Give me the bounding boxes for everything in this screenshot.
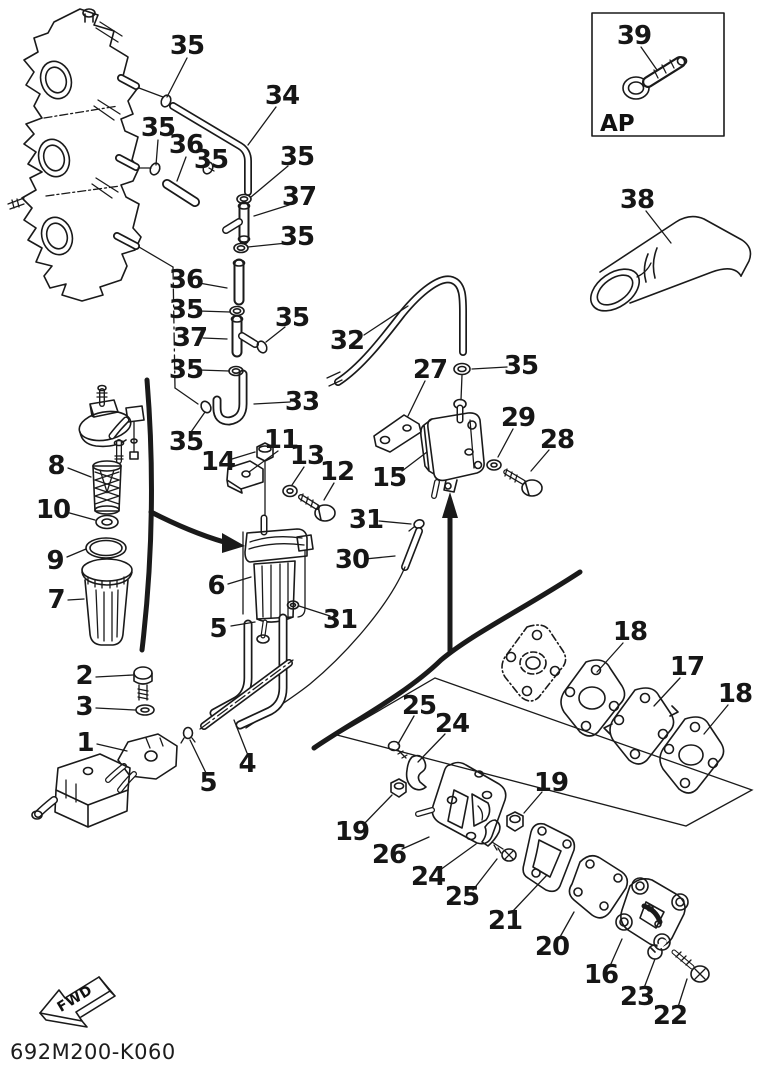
- gasket-phantom-icon: [501, 624, 567, 702]
- part-callout-35: 35: [193, 145, 229, 175]
- fuel-joint-assembly: [31, 666, 196, 828]
- part-callout-25: 25: [401, 691, 437, 721]
- part-callout-12: 12: [319, 457, 355, 487]
- filter-element-icon: [92, 460, 122, 515]
- part-callout-15: 15: [371, 463, 407, 493]
- fuel-pump-exploded: [387, 740, 524, 862]
- fitting-39-icon: [622, 56, 688, 100]
- silencer-38: [590, 215, 752, 312]
- part-callout-35: 35: [168, 427, 204, 457]
- part-callout-10: 10: [35, 495, 71, 525]
- part-callout-21: 21: [487, 906, 523, 936]
- part-callout-29: 29: [500, 403, 536, 433]
- part-callout-19: 19: [334, 817, 370, 847]
- part-callout-25: 25: [444, 882, 480, 912]
- part-callout-18: 18: [612, 617, 648, 647]
- breather-hoses: [149, 94, 268, 426]
- part-callout-30: 30: [334, 545, 370, 575]
- part-callout-4: 4: [238, 749, 256, 779]
- part-callout-39: 39: [616, 21, 652, 51]
- part-callout-1: 1: [76, 728, 94, 758]
- part-callout-33: 33: [284, 387, 320, 417]
- pump-cover-16-icon: [615, 877, 689, 951]
- part-callout-2: 2: [75, 661, 93, 691]
- part-callout-36: 36: [168, 130, 204, 160]
- exploded-plane: [335, 677, 754, 827]
- part-callout-22: 22: [652, 1001, 688, 1031]
- part-callout-17: 17: [669, 652, 705, 682]
- engine-block: [7, 8, 199, 405]
- gasket-row: [501, 624, 725, 794]
- hose-clamp-icon: [149, 94, 268, 414]
- part-callout-20: 20: [534, 932, 570, 962]
- filter-cup-icon: [81, 558, 133, 646]
- pump-body-26-icon: [415, 761, 507, 845]
- part-callout-19: 19: [533, 768, 569, 798]
- leader-lines: [65, 46, 729, 1008]
- fuel-connector-icon: [31, 753, 131, 828]
- part-callout-37: 37: [172, 323, 208, 353]
- part-callout-3: 3: [75, 692, 93, 722]
- part-callout-5: 5: [199, 768, 217, 798]
- part-callout-6: 6: [207, 571, 225, 601]
- assembly-arrow-pump: [442, 492, 458, 655]
- part-callout-35: 35: [279, 222, 315, 252]
- part-callout-35: 35: [274, 303, 310, 333]
- inset-box: [591, 12, 725, 137]
- part-callout-7: 7: [47, 585, 65, 615]
- part-callout-18: 18: [717, 679, 753, 709]
- part-callout-35: 35: [279, 142, 315, 172]
- gasket-18-icon: [560, 659, 626, 737]
- part-callout-26: 26: [371, 840, 407, 870]
- carb-nipple-icon: [113, 74, 140, 250]
- part-callout-11: 11: [263, 425, 299, 455]
- part-callout-24: 24: [410, 862, 446, 892]
- fuel-pump-assembled: [373, 362, 543, 532]
- part-callout-27: 27: [412, 355, 448, 385]
- part-callout-35: 35: [168, 355, 204, 385]
- part-callout-37: 37: [281, 182, 317, 212]
- part-callout-24: 24: [434, 709, 470, 739]
- part-callout-34: 34: [264, 81, 300, 111]
- fwd-arrow: [39, 976, 116, 1028]
- group-bracket-pump: [311, 569, 583, 751]
- part-callout-13: 13: [289, 441, 325, 471]
- part-callout-16: 16: [583, 960, 619, 990]
- filter-hoses: [199, 613, 294, 730]
- part-callout-14: 14: [200, 447, 236, 477]
- part-callout-31: 31: [348, 505, 384, 535]
- gasket-18b-icon: [659, 716, 725, 794]
- group-bracket-filter: [139, 377, 154, 653]
- part-callout-32: 32: [329, 326, 365, 356]
- part-callout-9: 9: [46, 546, 64, 576]
- part-callout-5: 5: [209, 614, 227, 644]
- fuel-hose-32: [326, 275, 468, 387]
- part-callout-35: 35: [169, 31, 205, 61]
- gasket-21-icon: [522, 822, 576, 893]
- fuel-filter-exploded: [78, 377, 245, 653]
- diagram-code: 692M200-K060: [10, 1040, 176, 1064]
- screw-22-icon: [671, 949, 710, 983]
- assembly-arrow-filter: [148, 509, 227, 545]
- pump-cover-row: [522, 822, 710, 983]
- diaphragm-17-icon: [603, 687, 679, 765]
- t-joint-icon: [230, 314, 259, 358]
- part-callout-35: 35: [168, 295, 204, 325]
- inset-region-label: AP: [600, 111, 635, 137]
- t-joint-icon: [222, 201, 251, 245]
- part-callout-35: 35: [140, 113, 176, 143]
- part-callout-38: 38: [619, 185, 655, 215]
- part-callout-36: 36: [168, 265, 204, 295]
- part-callout-28: 28: [539, 425, 575, 455]
- part-callout-35: 35: [503, 351, 539, 381]
- diaphragm-20-icon: [568, 854, 629, 919]
- part-callout-31: 31: [322, 605, 358, 635]
- part-callout-8: 8: [47, 451, 65, 481]
- part-callout-23: 23: [619, 982, 655, 1012]
